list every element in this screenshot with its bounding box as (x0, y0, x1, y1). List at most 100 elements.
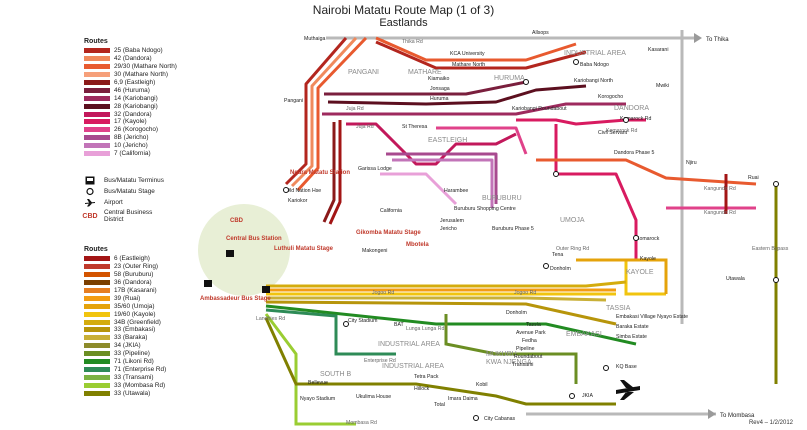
legend-item: 17B (Kasarani) (84, 287, 166, 295)
area-kwa-njenga: KWA NJENGA (486, 359, 532, 366)
place-buruburu-sc: Buruburu Shopping Centre (454, 206, 516, 212)
legend-item: 7 (California) (84, 150, 177, 158)
legend-item: 33 (Embakasi) (84, 326, 166, 334)
route-label: 33 (Baraka) (114, 334, 148, 342)
stage-icon (603, 365, 609, 371)
legend-item: 6 (Eastleigh) (84, 255, 166, 263)
legend-item: 58 (Buruburu) (84, 271, 166, 279)
place-hillock: Hillock (414, 386, 430, 392)
terminus-label: Bus/Matatu Terminus (104, 177, 164, 184)
area-pangani: PANGANI (348, 69, 379, 76)
route-label: 19/60 (Kayole) (114, 310, 156, 318)
area-labels: INDUSTRIAL AREA DANDORA EASTLEIGH PANGAN… (320, 50, 654, 378)
road-jogoo-1: Jogoo Rd (372, 290, 394, 296)
place-baraka-estate: Baraka Estate (616, 324, 649, 330)
place-california: California (380, 208, 402, 214)
place-avenue-park: Avenue Park (516, 330, 546, 336)
legend-item: 71 (Enterprise Rd) (84, 365, 166, 373)
to-thika: To Thika (706, 37, 729, 43)
place-nyayo-stadium: Nyayo Stadium (300, 396, 335, 402)
road-thika: Thika Rd (402, 39, 423, 45)
area-eastleigh: EASTLEIGH (428, 137, 467, 144)
mbotela: Mbotela (406, 242, 429, 248)
route-swatch (84, 72, 110, 78)
route-label: 25 (Baba Ndogo) (114, 47, 163, 55)
place-mathare-north: Mathare North (452, 62, 485, 68)
road-outer-ring: Outer Ring Rd (556, 246, 589, 252)
route-swatch (84, 272, 110, 278)
road-eastern-bypass: Eastern Bypass (752, 246, 789, 252)
route-swatch (84, 288, 110, 293)
stage-icon (573, 59, 579, 65)
area-kayole: KAYOLE (626, 269, 654, 276)
route-swatch (84, 374, 110, 380)
area-mathare: MATHARE (408, 69, 442, 76)
route-swatch (84, 319, 110, 325)
route-label: 34B (Greenfield) (114, 318, 161, 326)
stage-icon (773, 181, 779, 187)
place-st-theresa: St Theresa (402, 124, 427, 130)
north-routes (284, 36, 646, 260)
place-komarock: Komarock (636, 236, 660, 242)
airplane-icon (616, 380, 640, 400)
stage-icon (283, 187, 289, 193)
route-swatch (84, 366, 110, 372)
place-ukulima-house: Ukulima House (356, 394, 391, 400)
east-routes (536, 158, 778, 384)
place-old-nation: Old Nation Hse (286, 188, 321, 194)
terminus-icon (262, 286, 270, 293)
route-label: 33 (Utawala) (114, 389, 151, 397)
place-makongeni: Makongeni (362, 248, 387, 254)
legend-item: 29/30 (Mathare North) (84, 63, 177, 71)
route-swatch (84, 119, 110, 125)
route-swatch (84, 303, 110, 309)
area-mukuru: MUKURU (486, 351, 517, 358)
place-allsops: Allsops (532, 30, 549, 36)
to-mombasa: To Mombasa (720, 413, 755, 419)
legend-item: 30 (Mathare North) (84, 71, 177, 79)
route-swatch (84, 143, 110, 149)
central-bus-station: Central Bus Station (226, 236, 282, 242)
place-labels: Allsops Muthaiga KCA University Mathare … (284, 30, 759, 422)
gikomba-stage: Gikomba Matatu Stage (356, 230, 421, 236)
place-jkia: JKIA (582, 393, 593, 399)
legend-item: 36 (Dandora) (84, 279, 166, 287)
route-swatch (84, 48, 110, 54)
route-swatch (84, 95, 110, 101)
route-swatch (84, 87, 110, 93)
place-buruburu-5: Buruburu Phase 5 (492, 226, 534, 232)
route-label: 35/60 (Umoja) (114, 302, 155, 310)
stage-label: Bus/Matatu Stage (104, 188, 155, 195)
legend-item: 8B (Jericho) (84, 134, 177, 142)
place-kiamaiko: Kiamaiko (428, 76, 449, 82)
route-swatch (84, 103, 110, 109)
route-label: 23 (Outer Ring) (114, 263, 159, 271)
route-swatch (84, 151, 110, 157)
legend-heading: Routes (84, 246, 108, 253)
place-city-stadium: City Stadium (348, 318, 377, 324)
route-swatch (84, 127, 110, 133)
legend-item: 32 (Dandora) (84, 110, 177, 118)
legend-item: 33 (Pipeline) (84, 350, 166, 358)
legend-item: 17 (Kayole) (84, 118, 177, 126)
place-pangani: Pangani (284, 98, 303, 104)
legend-item: 34B (Greenfield) (84, 318, 166, 326)
cbd-label: CBD (230, 218, 244, 224)
stage-icon (569, 393, 575, 399)
place-mwiki: Mwiki (656, 83, 669, 89)
bus-stage-icon (84, 187, 96, 196)
place-komarock-rd: Komarock Rd (620, 116, 652, 122)
route-label: 8B (Jericho) (114, 134, 149, 142)
symbols-legend: Bus/Matatu Terminus Bus/Matatu Stage Air… (82, 176, 164, 225)
road-lunga: Lunga Lunga Rd (406, 326, 444, 332)
ngara-station: Ngara Matatu Station (290, 170, 350, 176)
place-simba-estate: Simba Estate (616, 334, 647, 340)
place-kasarani: Kasarani (648, 47, 668, 53)
place-civil-servant: Civil Servant (598, 130, 628, 136)
route-label: 42 (Dandora) (114, 55, 152, 63)
route-label: 32 (Dandora) (114, 110, 152, 118)
place-njiru: Njiru (686, 160, 697, 166)
place-harambee: Harambee (444, 188, 468, 194)
stage-icon (543, 263, 549, 269)
legend-item: 19/60 (Kayole) (84, 310, 166, 318)
